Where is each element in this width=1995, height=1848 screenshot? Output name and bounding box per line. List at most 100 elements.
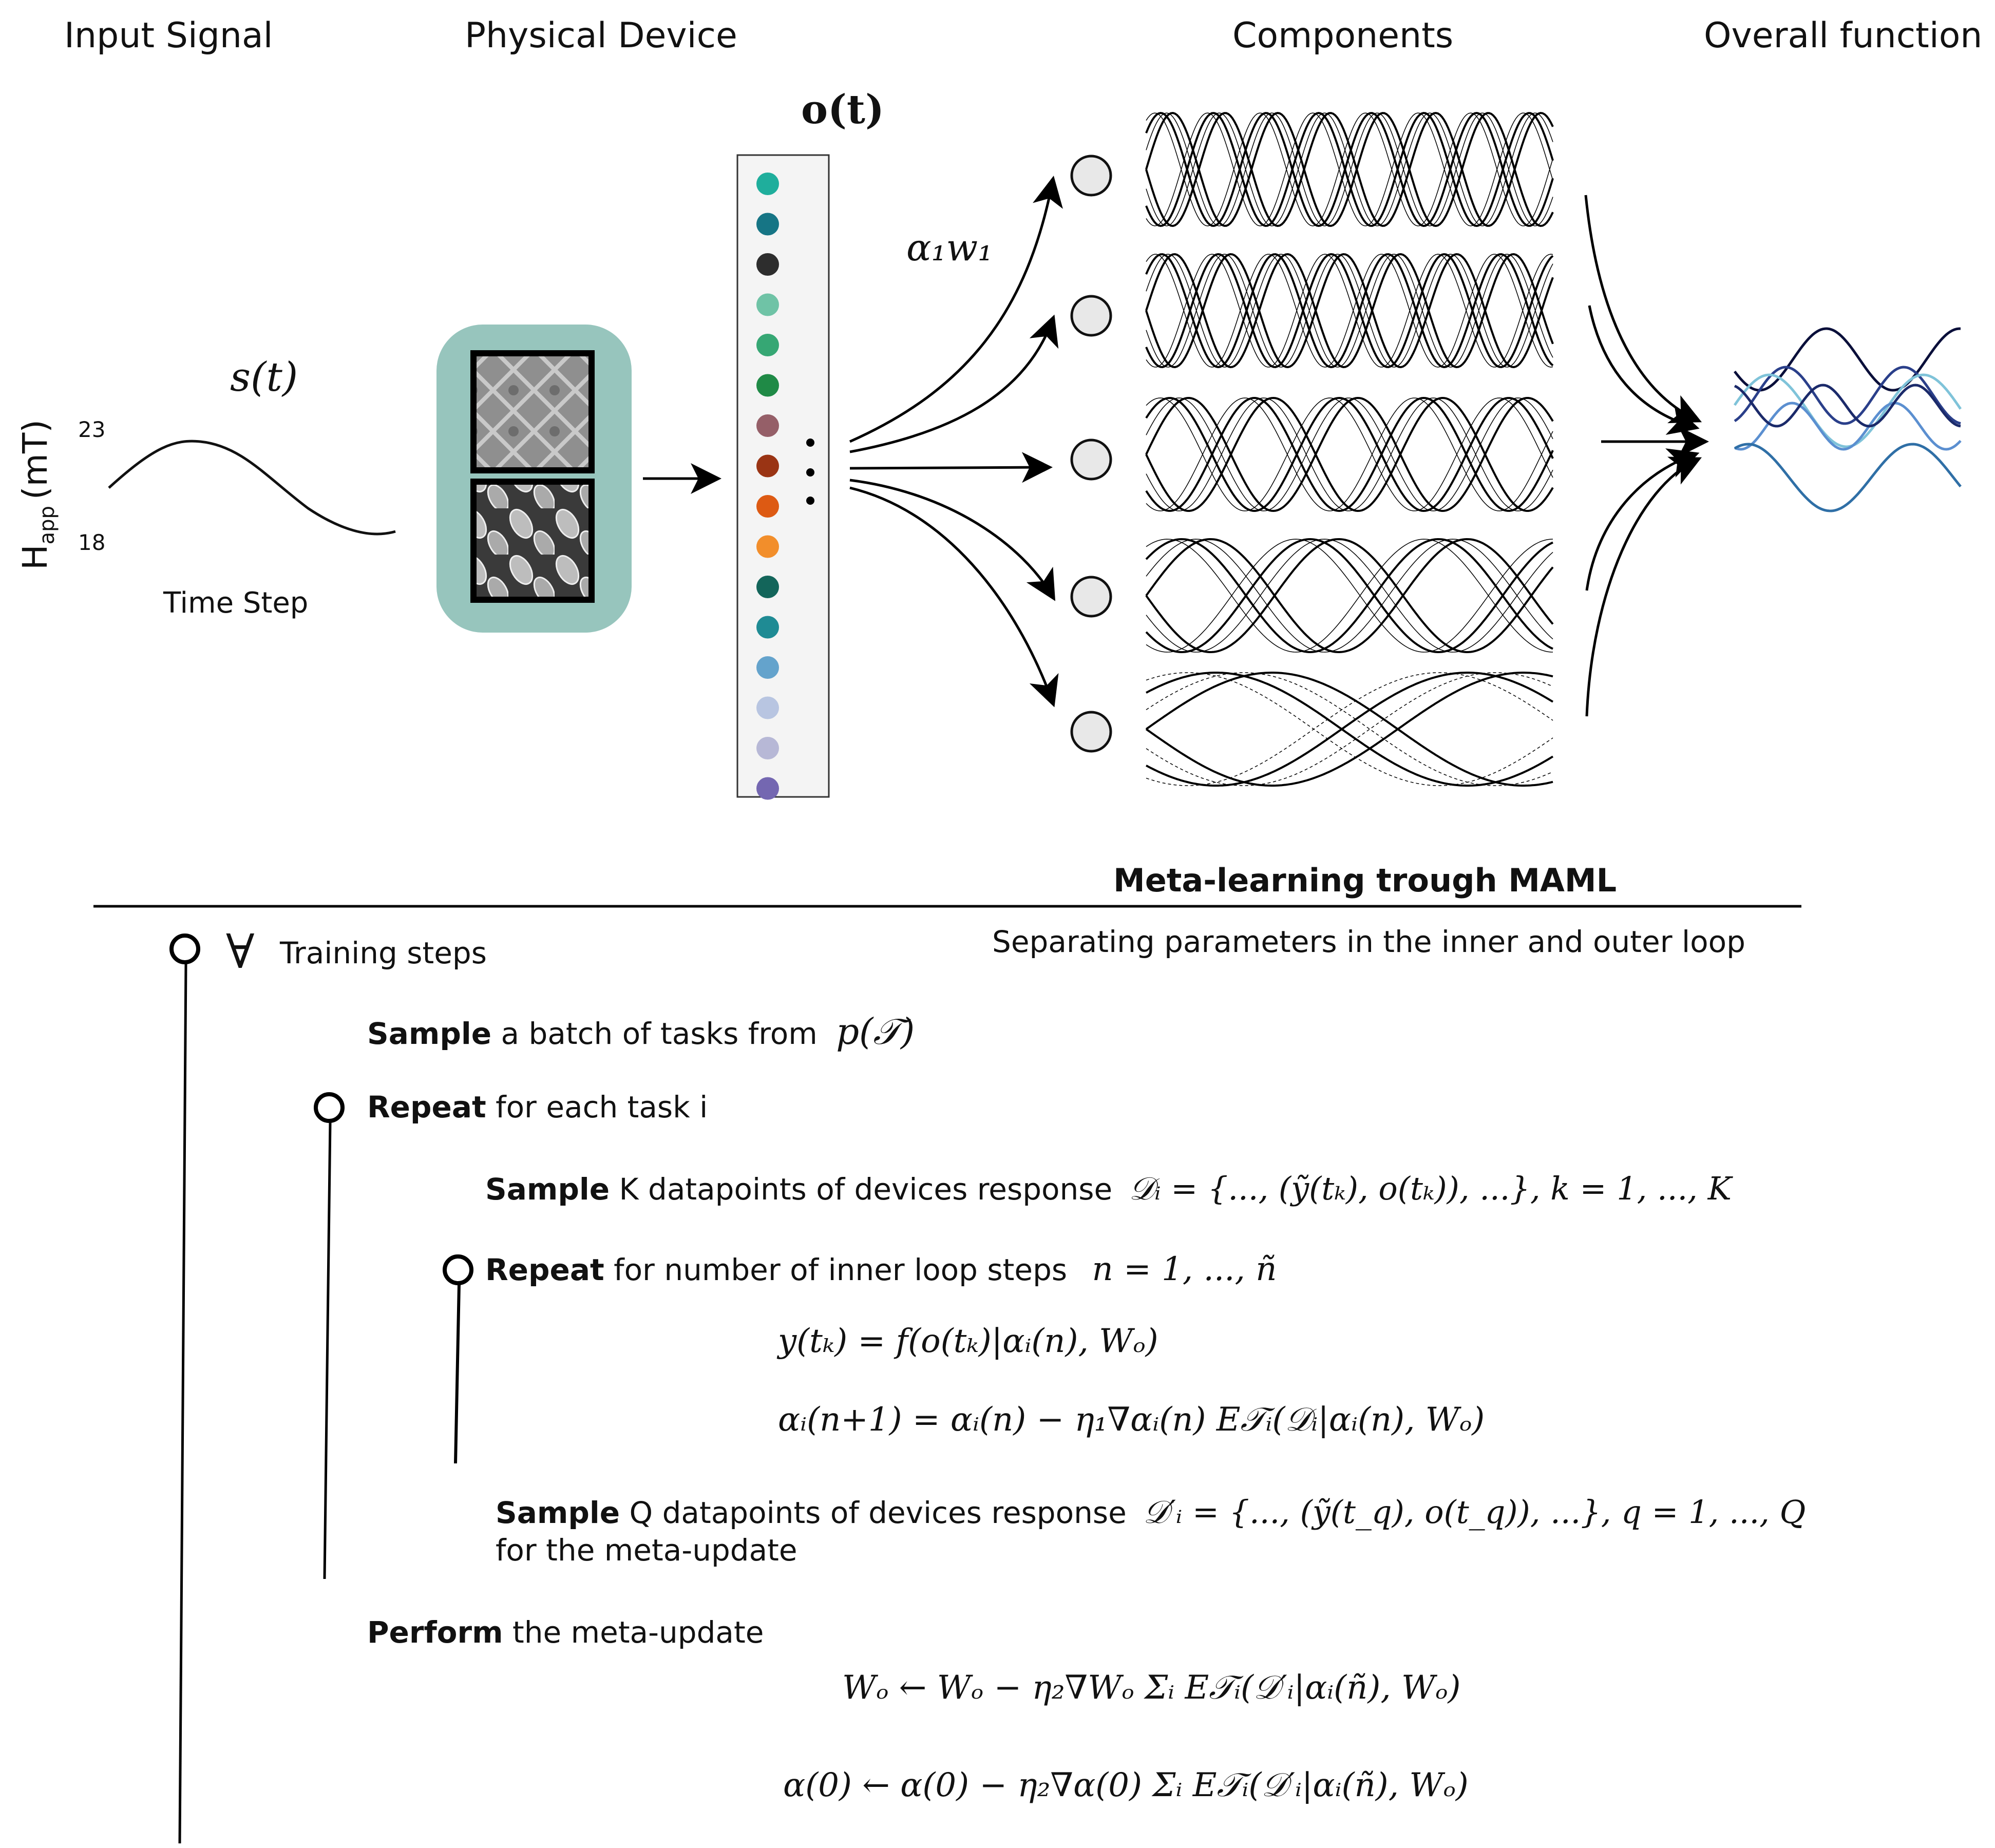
x-axis-label: Time Step xyxy=(163,586,309,620)
eq-meta-w: Wₒ ← Wₒ − η₂∇Wₒ Σᵢ E𝒯ᵢ(𝒟′ᵢ|αᵢ(ñ), Wₒ) xyxy=(842,1669,1461,1707)
component-wave xyxy=(1146,254,1553,368)
component-wave xyxy=(1146,397,1553,511)
component-wave xyxy=(1145,253,1554,369)
component-wave xyxy=(1145,538,1554,654)
component-wave xyxy=(1145,111,1554,227)
component-wave xyxy=(1146,112,1553,226)
device-image-top xyxy=(470,350,595,473)
output-dot xyxy=(756,334,779,356)
component-wave xyxy=(1146,672,1553,786)
component-wave xyxy=(1146,672,1554,787)
component-wave xyxy=(1146,539,1553,653)
output-dot xyxy=(756,454,779,478)
output-dot xyxy=(756,656,779,679)
y-axis-label-unit: (mT) xyxy=(15,419,55,500)
forall-symbol: ∀ xyxy=(226,924,255,979)
output-dot xyxy=(756,616,779,639)
eq-inner-update: αᵢ(n+1) = αᵢ(n) − η₁∇αᵢ(n) E𝒯ᵢ(𝒟ᵢ|αᵢ(n),… xyxy=(778,1401,1485,1439)
output-dot xyxy=(756,576,779,598)
overall-curve xyxy=(1734,384,1961,428)
device-image-bottom xyxy=(470,479,595,603)
algorithm-tree xyxy=(169,933,473,1844)
component-wave xyxy=(1146,112,1553,226)
step-perform: Perform the meta-update xyxy=(367,1615,764,1650)
component-wave xyxy=(1145,396,1554,512)
component-wave xyxy=(1146,672,1554,787)
ellipsis-dots xyxy=(806,439,814,505)
component-wave xyxy=(1146,397,1553,511)
component-wave xyxy=(1145,538,1554,654)
weights-label: α₁w₁ xyxy=(906,226,993,269)
header-physical-device: Physical Device xyxy=(465,15,737,56)
component-wave xyxy=(1146,254,1553,368)
component-wave xyxy=(1145,396,1554,512)
meta-title: Meta-learning trough MAML xyxy=(1113,862,1617,899)
step-sample-tasks: Sample a batch of tasks from p(𝒯) xyxy=(367,1011,915,1053)
sample-k-math: 𝒟ᵢ = {..., (ỹ(tₖ), o(tₖ)), ...}, k = 1, … xyxy=(1129,1170,1732,1207)
component-wave xyxy=(1146,539,1553,653)
repeat-task-text: for each task i xyxy=(496,1090,708,1125)
output-dot xyxy=(756,696,779,719)
output-dot xyxy=(756,777,779,800)
component-wave xyxy=(1145,111,1554,227)
sample-tasks-text: a batch of tasks from xyxy=(501,1016,818,1051)
y-axis-label-sub: app xyxy=(35,506,60,545)
sample-k-text: K datapoints of devices response xyxy=(619,1172,1113,1207)
component-wave xyxy=(1146,112,1553,226)
header-input-signal: Input Signal xyxy=(64,15,273,56)
output-vector-label: o(t) xyxy=(801,86,884,133)
combine-arrows xyxy=(1584,195,1709,717)
repeat-inner-math: n = 1, ..., ñ xyxy=(1092,1250,1277,1288)
sample-k-bold: Sample xyxy=(485,1172,610,1207)
step-sample-q: Sample Q datapoints of devices response … xyxy=(496,1493,1806,1531)
component-nodes xyxy=(1070,155,1112,753)
output-dot xyxy=(756,414,779,437)
repeat-inner-bold: Repeat xyxy=(485,1252,604,1287)
component-wave xyxy=(1145,253,1554,369)
output-dot xyxy=(756,213,779,236)
y-axis-label-h: H xyxy=(15,544,55,570)
header-components: Components xyxy=(1232,15,1454,56)
overall-curve xyxy=(1733,373,1962,448)
step-sample-k: Sample K datapoints of devices response … xyxy=(485,1170,1732,1208)
component-wave xyxy=(1146,254,1553,368)
output-vector-dots xyxy=(756,173,779,800)
step-repeat-task: Repeat for each task i xyxy=(367,1090,708,1125)
input-signal-curve xyxy=(108,440,396,536)
output-dot xyxy=(756,535,779,558)
component-wave xyxy=(1146,112,1553,226)
perform-bold: Perform xyxy=(367,1615,503,1650)
overall-curve xyxy=(1734,443,1962,512)
overall-curve xyxy=(1734,327,1961,392)
output-dot xyxy=(756,173,779,195)
overall-curve xyxy=(1734,402,1962,451)
component-wave xyxy=(1145,538,1553,654)
sample-tasks-bold: Sample xyxy=(367,1016,492,1051)
sample-q-line2: for the meta-update xyxy=(496,1533,797,1568)
output-dot xyxy=(756,293,779,316)
signal-label: s(t) xyxy=(230,354,298,401)
y-axis-label: Happ (mT) xyxy=(15,420,59,570)
component-wave xyxy=(1145,538,1553,654)
component-wave xyxy=(1145,396,1554,512)
component-wave xyxy=(1146,397,1553,511)
component-wave xyxy=(1146,672,1553,786)
output-dot xyxy=(756,495,779,518)
repeat-task-bold: Repeat xyxy=(367,1090,486,1125)
component-waveforms xyxy=(1145,111,1554,787)
component-wave xyxy=(1145,672,1553,787)
component-wave xyxy=(1145,396,1554,512)
sample-tasks-math: p(𝒯) xyxy=(836,1011,915,1053)
component-wave xyxy=(1146,539,1553,653)
eq-forward: y(tₖ) = f(o(tₖ)|αᵢ(n), Wₒ) xyxy=(778,1322,1158,1360)
output-dot xyxy=(756,737,779,759)
sample-q-math: 𝒟′ᵢ = {..., (ỹ(t_q), o(t_q)), ...}, q = … xyxy=(1143,1493,1806,1531)
component-wave xyxy=(1146,539,1553,653)
eq-meta-alpha: α(0) ← α(0) − η₂∇α(0) Σᵢ E𝒯ᵢ(𝒟′ᵢ|αᵢ(ñ), … xyxy=(783,1766,1469,1804)
weight-arrows xyxy=(849,176,1063,708)
y-max-label: 23 xyxy=(78,417,106,442)
component-wave xyxy=(1145,253,1554,369)
training-steps: Training steps xyxy=(280,936,487,970)
component-wave xyxy=(1145,253,1554,368)
